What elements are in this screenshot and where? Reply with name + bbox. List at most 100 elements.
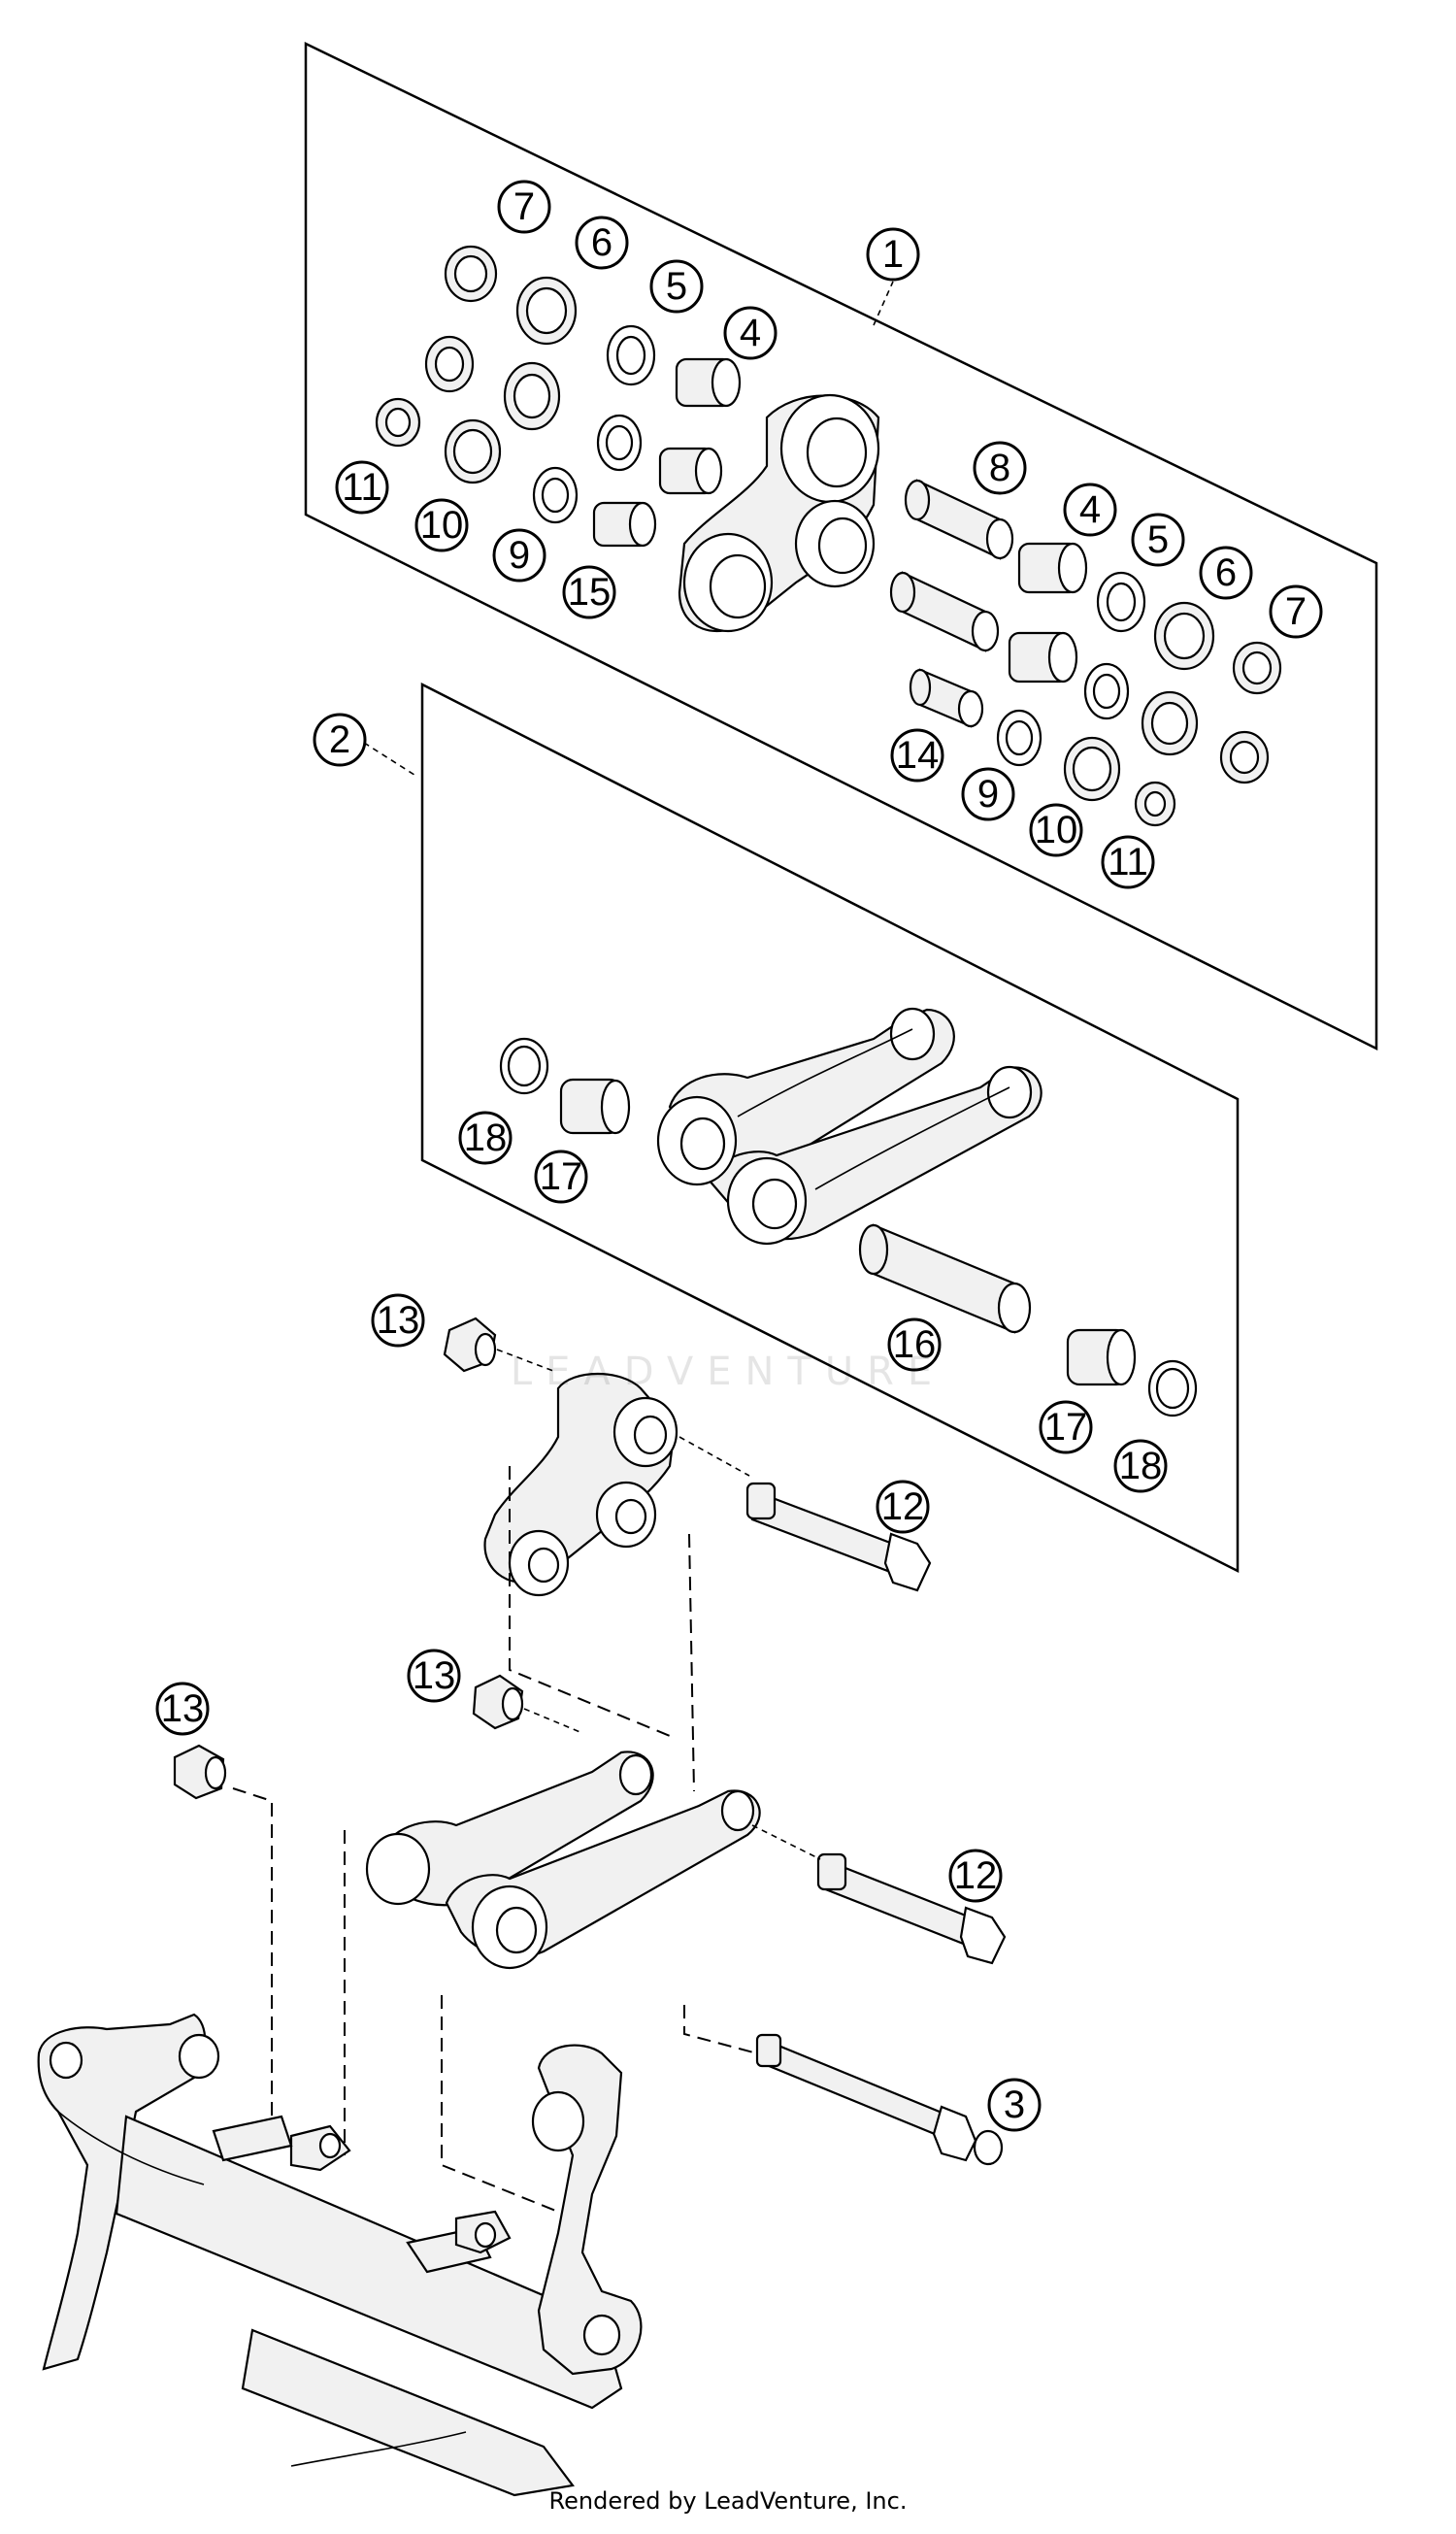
sleeve-part-8 bbox=[904, 479, 1014, 560]
ring-part-9 bbox=[532, 466, 579, 524]
callout-14[interactable]: 14 bbox=[890, 728, 944, 783]
sleeve-part-16 bbox=[858, 1223, 1032, 1334]
svg-text:9: 9 bbox=[977, 773, 999, 816]
nut-part-13 bbox=[443, 1317, 497, 1373]
svg-text:14: 14 bbox=[896, 734, 940, 777]
bolt-part-12 bbox=[745, 1482, 932, 1592]
callout-9b[interactable]: 9 bbox=[961, 767, 1015, 821]
frame-swingarm bbox=[37, 2013, 643, 2497]
bushing-part-4c bbox=[1017, 542, 1088, 594]
callout-7[interactable]: 7 bbox=[497, 180, 551, 234]
callout-2[interactable]: 2 bbox=[313, 713, 367, 767]
svg-text:10: 10 bbox=[420, 504, 464, 547]
callout-4b[interactable]: 4 bbox=[1063, 483, 1117, 537]
callout-12[interactable]: 12 bbox=[876, 1480, 930, 1534]
bushing-part-15 bbox=[592, 501, 657, 548]
callout-17[interactable]: 17 bbox=[534, 1150, 588, 1204]
sleeve-part-14 bbox=[909, 668, 984, 728]
callout-8[interactable]: 8 bbox=[973, 441, 1027, 495]
svg-text:1: 1 bbox=[882, 233, 904, 276]
svg-text:5: 5 bbox=[666, 265, 687, 308]
bearing-part-10b bbox=[1063, 736, 1121, 802]
callout-9[interactable]: 9 bbox=[492, 528, 546, 583]
callout-4[interactable]: 4 bbox=[723, 306, 778, 360]
seal-part-7c bbox=[1232, 641, 1282, 695]
kit-2-panel bbox=[420, 682, 1240, 1574]
svg-text:4: 4 bbox=[740, 312, 761, 354]
svg-text:2: 2 bbox=[329, 718, 350, 761]
bushing-part-17 bbox=[559, 1078, 631, 1135]
callout-13c[interactable]: 13 bbox=[155, 1682, 210, 1736]
callout-7b[interactable]: 7 bbox=[1269, 584, 1323, 639]
callout-17b[interactable]: 17 bbox=[1039, 1400, 1093, 1454]
ring-part-9b bbox=[996, 709, 1042, 767]
callout-5[interactable]: 5 bbox=[649, 259, 704, 314]
callout-13[interactable]: 13 bbox=[371, 1293, 425, 1348]
callout-1[interactable]: 1 bbox=[866, 227, 920, 282]
svg-text:6: 6 bbox=[591, 221, 612, 264]
callout-13b[interactable]: 13 bbox=[407, 1649, 461, 1703]
callout-11[interactable]: 11 bbox=[335, 460, 389, 515]
svg-text:13: 13 bbox=[161, 1687, 205, 1730]
callout-10[interactable]: 10 bbox=[414, 498, 469, 552]
footer-credit: Rendered by LeadVenture, Inc. bbox=[548, 2487, 908, 2515]
callout-5b[interactable]: 5 bbox=[1131, 513, 1185, 567]
watermark: LEADVENTURE bbox=[510, 1350, 946, 1394]
seal-part-7b bbox=[424, 335, 475, 393]
bushing-part-4b bbox=[658, 447, 723, 495]
ring-part-5b bbox=[596, 414, 643, 472]
callout-3[interactable]: 3 bbox=[987, 2078, 1042, 2132]
svg-text:17: 17 bbox=[540, 1155, 583, 1198]
svg-text:12: 12 bbox=[881, 1485, 925, 1528]
callout-16[interactable]: 16 bbox=[887, 1317, 942, 1372]
svg-text:17: 17 bbox=[1044, 1406, 1088, 1449]
svg-text:13: 13 bbox=[413, 1654, 456, 1697]
svg-text:18: 18 bbox=[464, 1117, 508, 1159]
svg-text:3: 3 bbox=[1004, 2084, 1025, 2126]
pull-rod-link-2 bbox=[656, 1007, 1042, 1246]
callout-6b[interactable]: 6 bbox=[1199, 546, 1253, 600]
bearing-part-6d bbox=[1141, 690, 1199, 756]
svg-text:16: 16 bbox=[893, 1323, 937, 1366]
rocker-installed bbox=[483, 1373, 678, 1597]
bearing-part-7 bbox=[444, 245, 498, 303]
seal-part-11 bbox=[375, 397, 421, 448]
svg-text:10: 10 bbox=[1035, 809, 1078, 851]
svg-text:13: 13 bbox=[377, 1299, 420, 1342]
ring-part-5d bbox=[1083, 662, 1130, 720]
svg-text:11: 11 bbox=[1108, 841, 1148, 884]
seal-part-7d bbox=[1219, 730, 1270, 784]
bushing-part-4 bbox=[675, 357, 742, 408]
bearing-part-6 bbox=[515, 276, 578, 346]
svg-text:4: 4 bbox=[1079, 488, 1101, 531]
bushing-part-4d bbox=[1008, 631, 1078, 684]
bearing-part-6b bbox=[503, 361, 561, 431]
bolt-part-3 bbox=[755, 2033, 1004, 2166]
svg-text:11: 11 bbox=[342, 466, 382, 509]
seal-part-11b bbox=[1134, 781, 1176, 827]
nut-part-13b bbox=[472, 1674, 524, 1730]
bearing-part-6c bbox=[1153, 601, 1215, 671]
svg-text:7: 7 bbox=[513, 185, 535, 228]
callout-6[interactable]: 6 bbox=[575, 216, 629, 270]
bolt-part-12b bbox=[816, 1852, 1007, 1965]
callout-10b[interactable]: 10 bbox=[1029, 803, 1083, 857]
svg-text:5: 5 bbox=[1147, 518, 1169, 561]
sleeve-part-8b bbox=[889, 571, 1000, 652]
svg-text:6: 6 bbox=[1215, 551, 1237, 594]
svg-text:9: 9 bbox=[509, 534, 530, 577]
bushing-part-17b bbox=[1066, 1328, 1137, 1386]
callout-15[interactable]: 15 bbox=[562, 565, 616, 619]
svg-text:7: 7 bbox=[1285, 590, 1307, 633]
rocker-link-1 bbox=[678, 393, 880, 633]
bearing-part-10 bbox=[444, 418, 502, 484]
callout-18[interactable]: 18 bbox=[458, 1111, 513, 1165]
svg-text:12: 12 bbox=[954, 1854, 998, 1897]
callout-12b[interactable]: 12 bbox=[948, 1849, 1003, 1903]
ring-part-5 bbox=[606, 324, 656, 386]
nut-part-13c bbox=[173, 1744, 227, 1800]
callout-11b[interactable]: 11 bbox=[1101, 835, 1155, 889]
callout-18b[interactable]: 18 bbox=[1113, 1439, 1168, 1493]
pull-rod-installed bbox=[365, 1750, 761, 1970]
